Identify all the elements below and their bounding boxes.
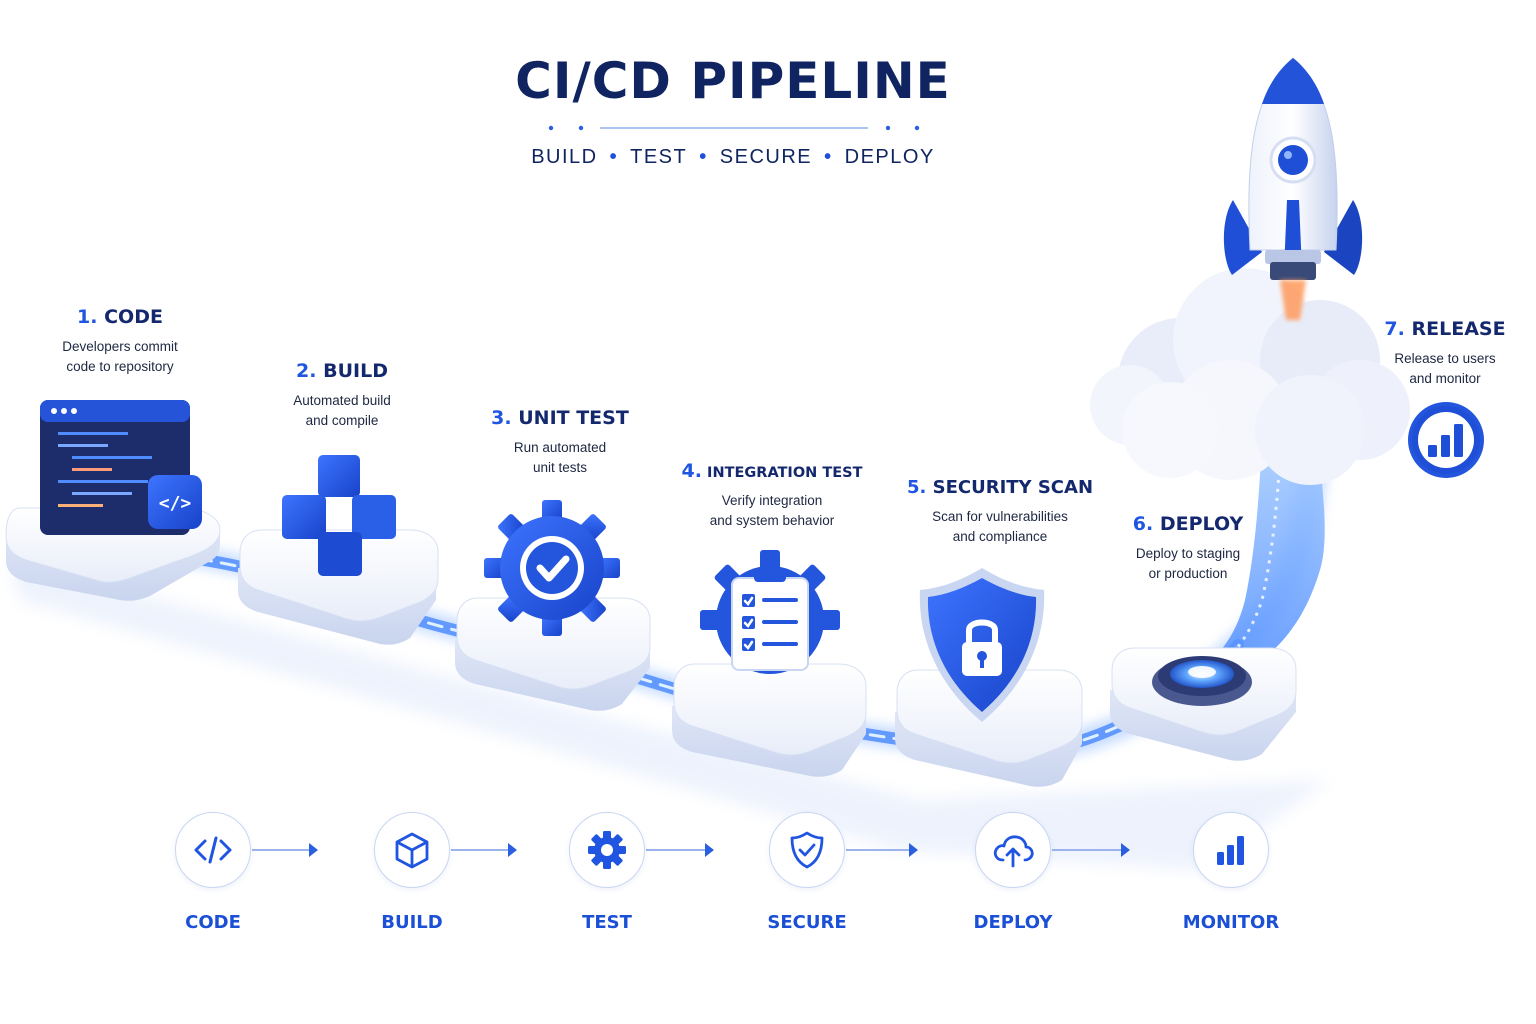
- flow-label-build: BUILD: [381, 912, 443, 933]
- flow-node-monitor: [1193, 812, 1269, 888]
- subtitle-deploy: DEPLOY: [844, 146, 935, 168]
- flow-label-monitor: MONITOR: [1182, 912, 1280, 933]
- bullet-icon: •: [824, 146, 833, 168]
- step-integration-test-title: 4. INTEGRATION TEST: [681, 460, 863, 482]
- cubes-icon: [282, 455, 396, 576]
- subtitle-build: BUILD: [531, 146, 598, 168]
- flow-arrow: [252, 843, 318, 857]
- cloud-upload-icon: [993, 835, 1034, 868]
- rocket-icon: [1223, 57, 1363, 320]
- step-release-title: 7. RELEASE: [1384, 318, 1506, 340]
- flow-arrow: [451, 843, 517, 857]
- step-security-scan-title: 5. SECURITY SCAN: [906, 477, 1094, 498]
- launch-pad-icon: [1152, 656, 1252, 706]
- flow-label-code: CODE: [185, 912, 241, 933]
- shield-check-icon: [790, 831, 824, 869]
- flow-node-test: [569, 812, 645, 888]
- svg-text:</>: </>: [159, 493, 192, 514]
- bullet-icon: •: [609, 146, 619, 168]
- smoke-clouds: [1090, 268, 1410, 485]
- gear-check-icon: [484, 500, 620, 636]
- shield-lock-icon: [919, 568, 1045, 722]
- flow-node-secure: [769, 812, 845, 888]
- step-unit-test-title: 3. UNIT TEST: [491, 407, 629, 429]
- platform-security: [895, 669, 1083, 787]
- platform-unit-test: [455, 597, 651, 711]
- step-build-title: 2. BUILD: [296, 360, 388, 382]
- flow-arrow: [646, 843, 714, 857]
- subtitle: BUILD • TEST • SECURE • DEPLOY: [0, 146, 1466, 169]
- flow-label-test: TEST: [582, 912, 632, 933]
- flow-label-secure: SECURE: [767, 912, 847, 933]
- code-window-icon: </>: [40, 400, 202, 535]
- flow-label-deploy: DEPLOY: [973, 912, 1053, 933]
- flow-node-deploy: [975, 812, 1051, 888]
- gear-icon: [588, 831, 626, 869]
- subtitle-secure: SECURE: [719, 146, 813, 168]
- flow-arrow: [1052, 843, 1130, 857]
- flow-node-code: [175, 812, 251, 888]
- flow-arrow: [846, 843, 918, 857]
- platform-integration: [672, 663, 867, 777]
- step-deploy-title: 6. DEPLOY: [1132, 513, 1244, 535]
- page-title: CI/CD PIPELINE: [515, 52, 951, 110]
- bar-chart-icon: [1217, 836, 1244, 865]
- step-security-scan: 5. SECURITY SCAN Scan for vulnerabilitie…: [890, 477, 1110, 547]
- release-monitor-icon: [1408, 402, 1484, 478]
- code-icon: [194, 836, 232, 864]
- subtitle-test: TEST: [630, 146, 688, 168]
- gear-checklist-icon: [700, 550, 840, 674]
- title-divider: [548, 125, 920, 131]
- cube-icon: [395, 832, 429, 869]
- flow-node-build: [374, 812, 450, 888]
- bullet-icon: •: [699, 146, 708, 168]
- pipeline-flow: CODE BUILD TEST: [0, 812, 1536, 952]
- step-code-title: 1. CODE: [77, 306, 163, 328]
